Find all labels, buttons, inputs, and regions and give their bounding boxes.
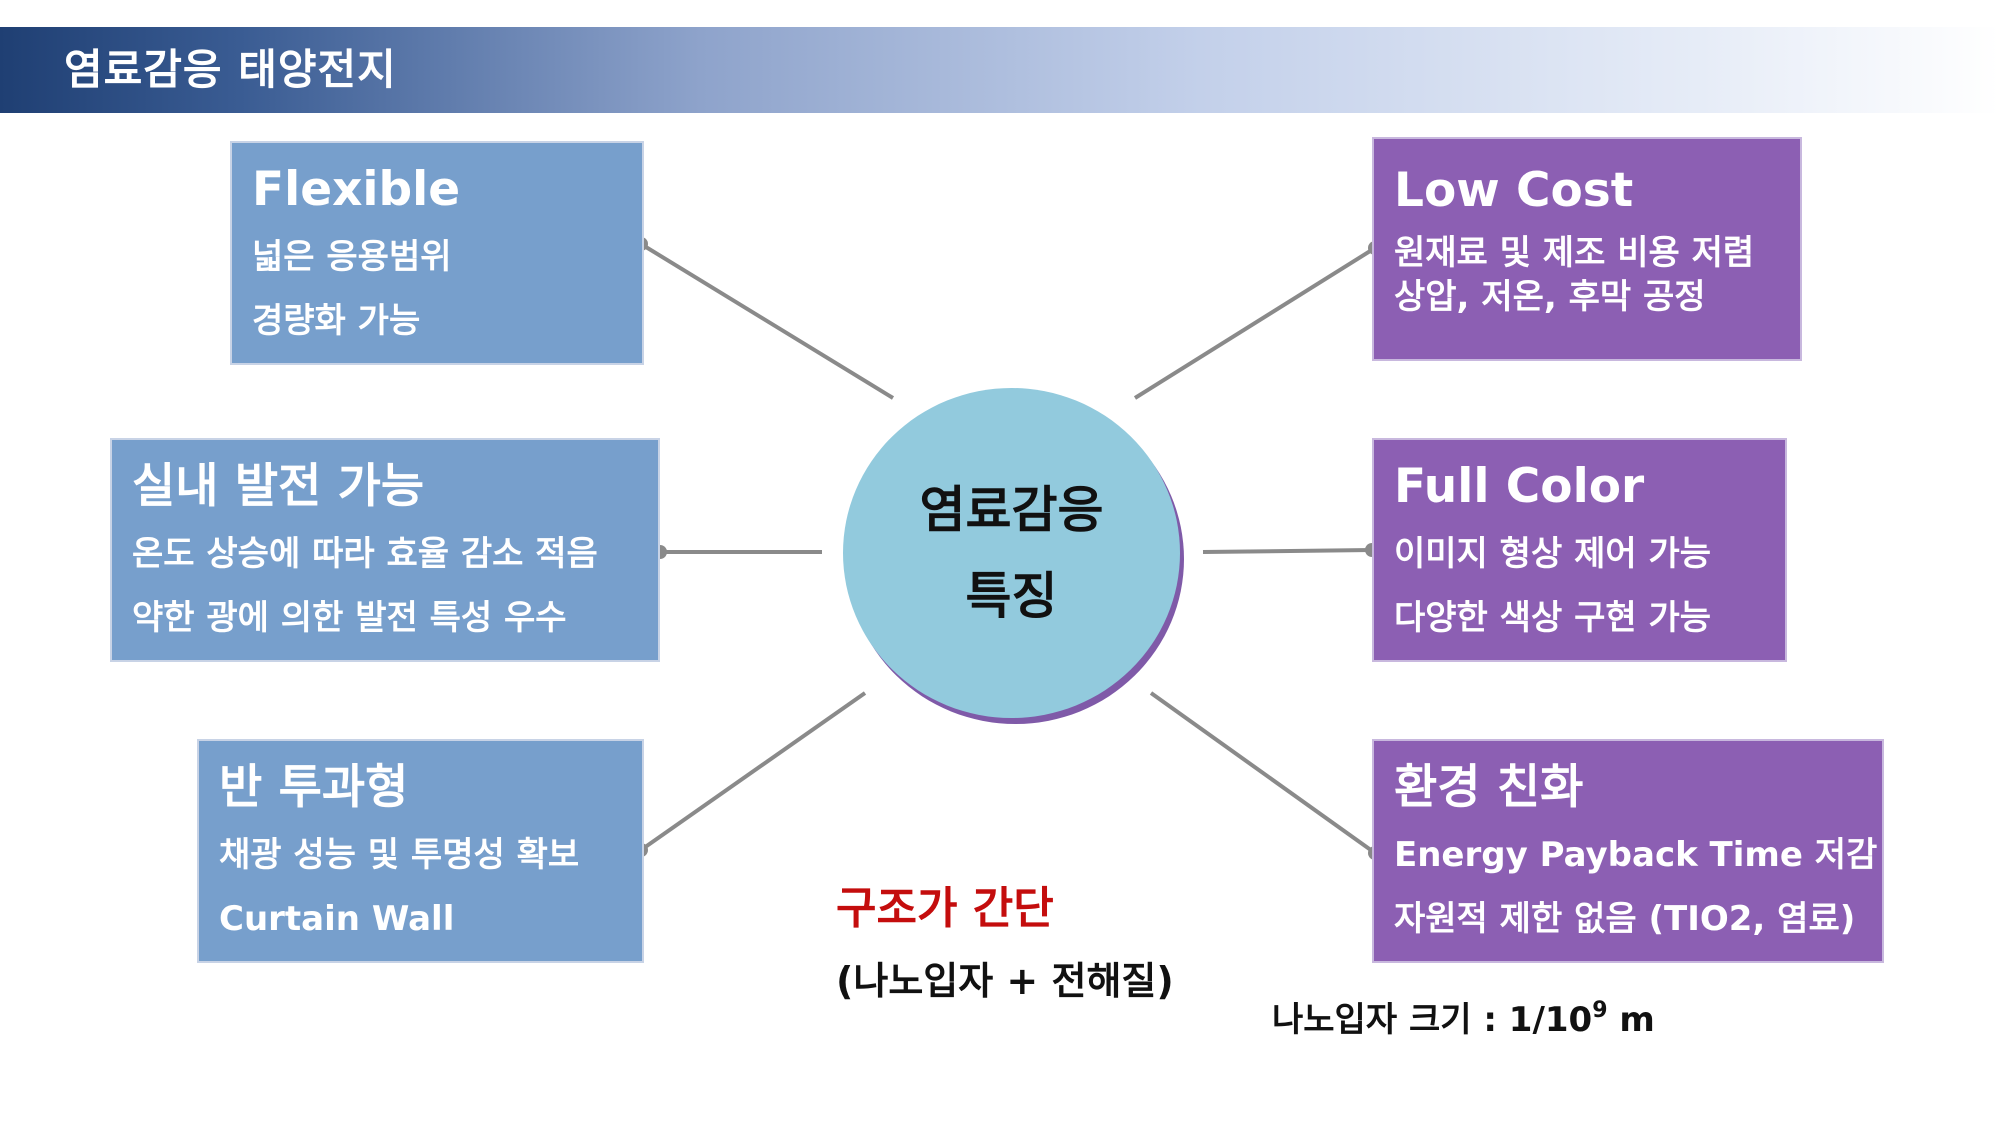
- nanoparticle-size-unit: m: [1607, 1000, 1655, 1040]
- connector-flexible: [639, 242, 895, 400]
- feature-line: 경량화 가능: [252, 301, 421, 341]
- center-label-line2: 특징: [965, 567, 1058, 625]
- feature-heading: Flexible: [252, 162, 461, 217]
- title-bar: 염료감응 태양전지: [0, 27, 2000, 113]
- feature-line: 원재료 및 제조 비용 저렴: [1394, 233, 1755, 273]
- feature-box-semi-transparent: 반 투과형 채광 성능 및 투명성 확보 Curtain Wall: [197, 739, 644, 963]
- feature-line: 상압, 저온, 후막 공정: [1394, 277, 1706, 317]
- feature-heading: Full Color: [1394, 459, 1645, 514]
- feature-line: 다양한 색상 구현 가능: [1394, 598, 1712, 638]
- feature-line: Energy Payback Time 저감: [1394, 835, 1878, 875]
- feature-heading: 실내 발전 가능: [132, 459, 425, 514]
- feature-box-low-cost: Low Cost 원재료 및 제조 비용 저렴 상압, 저온, 후막 공정: [1372, 137, 1802, 361]
- connector-semi-transparent: [639, 691, 867, 852]
- connector-full-color: [1202, 548, 1373, 554]
- feature-heading: 환경 친화: [1394, 760, 1584, 815]
- center-circle: 염료감응 특징: [843, 388, 1180, 718]
- nanoparticle-size-note: 나노입자 크기 : 1/109 m: [1272, 992, 1655, 1041]
- feature-box-full-color: Full Color 이미지 형상 제어 가능 다양한 색상 구현 가능: [1372, 438, 1787, 662]
- feature-box-flexible: Flexible 넓은 응용범위 경량화 가능: [230, 141, 644, 365]
- page-title: 염료감응 태양전지: [64, 45, 397, 94]
- feature-box-indoor: 실내 발전 가능 온도 상승에 따라 효율 감소 적음 약한 광에 의한 발전 …: [110, 438, 660, 662]
- feature-line: 넓은 응용범위: [252, 237, 452, 277]
- feature-line: 약한 광에 의한 발전 특성 우수: [132, 598, 567, 638]
- nanoparticle-size-label: 나노입자 크기 : 1/10: [1272, 1000, 1593, 1040]
- composition-note: (나노입자 + 전해질): [836, 959, 1174, 1003]
- feature-line: 자원적 제한 없음 (TIO2, 염료): [1394, 899, 1856, 939]
- feature-box-eco: 환경 친화 Energy Payback Time 저감 자원적 제한 없음 (…: [1372, 739, 1884, 963]
- connector-eco: [1149, 691, 1377, 855]
- connector-low-cost: [1133, 246, 1377, 400]
- nanoparticle-size-exponent: 9: [1592, 998, 1608, 1023]
- feature-heading: 반 투과형: [219, 760, 409, 815]
- center-label-line1: 염료감응: [919, 481, 1104, 539]
- feature-line: 채광 성능 및 투명성 확보: [219, 835, 580, 875]
- structure-note: 구조가 간단: [836, 883, 1054, 934]
- feature-line: 이미지 형상 제어 가능: [1394, 534, 1712, 574]
- feature-line: 온도 상승에 따라 효율 감소 적음: [132, 534, 598, 574]
- feature-line: Curtain Wall: [219, 899, 455, 939]
- feature-heading: Low Cost: [1394, 163, 1634, 218]
